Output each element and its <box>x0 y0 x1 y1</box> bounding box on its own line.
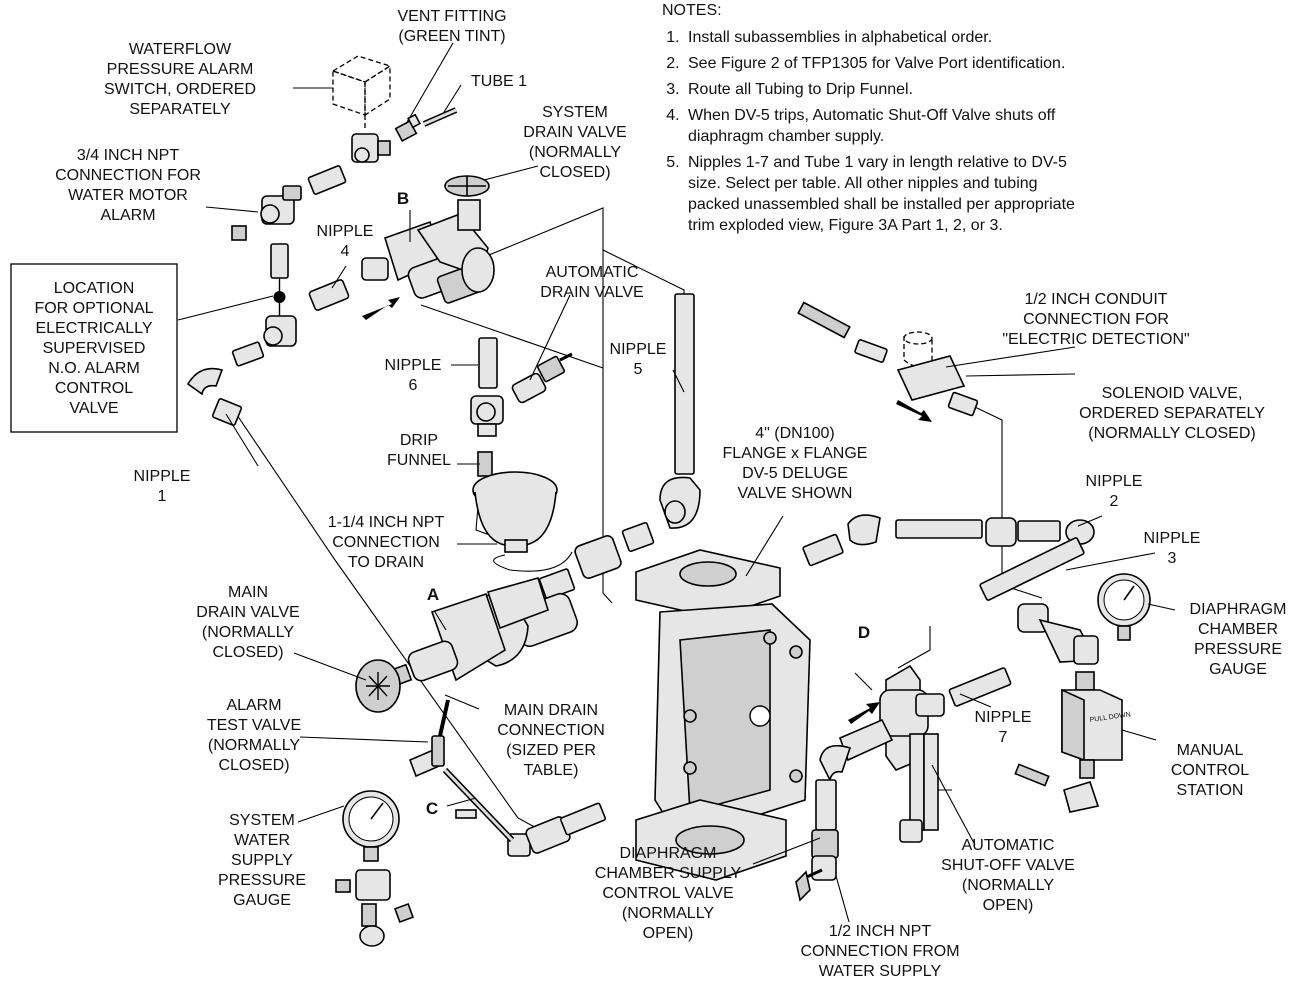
label-tube-1: TUBE 1 <box>471 73 527 90</box>
nipple-5-part <box>674 293 695 475</box>
main-drain-valve-part <box>355 577 579 713</box>
upper-right-trim <box>802 514 1095 601</box>
nipple-6-part <box>478 337 498 389</box>
elbow-left <box>186 367 243 426</box>
notes-panel: NOTES: Install subassemblies in alphabet… <box>652 0 1092 241</box>
note-item: When DV-5 trips, Automatic Shut-Off Valv… <box>684 105 1092 147</box>
note-item: See Figure 2 of TFP1305 for Valve Port i… <box>684 53 1092 74</box>
assembly-letter-a: A <box>427 585 439 604</box>
deluge-valve-part <box>635 549 811 881</box>
notes-list: Install subassemblies in alphabetical or… <box>652 27 1092 236</box>
note-item: Install subassemblies in alphabetical or… <box>684 27 1092 48</box>
drain-hose <box>493 551 573 572</box>
nipple-near-5 <box>621 521 655 553</box>
optional-valve-box <box>10 263 178 433</box>
union <box>574 535 622 579</box>
system-drain-valve-part <box>361 175 495 304</box>
automatic-drain-valve-part <box>511 352 573 404</box>
drip-funnel-part <box>472 471 558 553</box>
drip-tee <box>470 395 504 437</box>
assembly-d-part <box>795 664 1012 902</box>
assembly-d-arrow <box>848 702 880 724</box>
note-item: Nipples 1-7 and Tube 1 vary in length re… <box>684 152 1092 236</box>
alarm-test-valve-part <box>408 699 607 857</box>
solenoid-arrow <box>896 400 932 422</box>
pipe-plug <box>231 225 247 241</box>
water-motor-tee <box>260 185 302 225</box>
lower-tee-left <box>263 315 297 347</box>
solenoid-valve-part <box>797 301 979 417</box>
leader-lines <box>177 42 1176 923</box>
nipple-4-part <box>308 279 350 311</box>
vertical-nipple-left <box>270 243 289 318</box>
flow-arrow <box>362 297 400 320</box>
note-item: Route all Tubing to Drip Funnel. <box>684 79 1092 100</box>
nipple-upper <box>307 165 347 195</box>
manual-control-station-part: PULL DOWN <box>1014 671 1131 813</box>
notes-header: NOTES: <box>662 2 722 19</box>
elbow-5 <box>659 476 701 529</box>
drip-fitting <box>477 451 493 477</box>
label-vent-fitting: VENT FITTING(GREEN TINT) <box>397 8 506 45</box>
pipe-bolt <box>455 809 477 819</box>
switch-tee <box>351 133 391 163</box>
waterflow-switch-outline <box>331 55 392 128</box>
assembly-letter-b: B <box>397 189 409 208</box>
system-water-gauge-part <box>335 790 414 947</box>
nipple-left-short <box>231 341 265 367</box>
label-solenoid-valve: SOLENOID VALVE,ORDERED SEPARATELY(NORMAL… <box>1079 385 1265 442</box>
vent-fitting <box>394 113 421 143</box>
assembly-letter-d: D <box>858 623 870 642</box>
assembly-letter-c: C <box>426 799 438 818</box>
diaphragm-gauge-part <box>1017 573 1151 665</box>
